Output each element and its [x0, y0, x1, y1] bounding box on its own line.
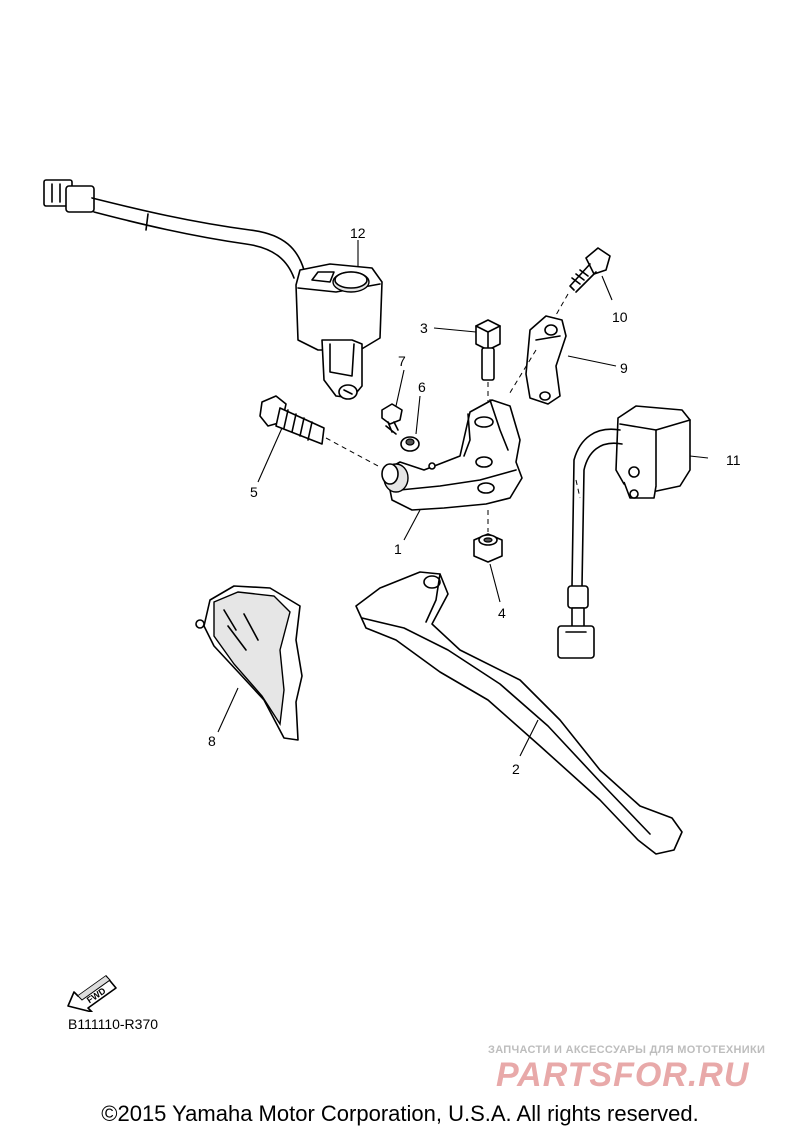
- watermark-logo: PARTSFOR.RU: [496, 1056, 750, 1094]
- callout-6: 6: [418, 379, 426, 395]
- callout-8: 8: [208, 733, 216, 749]
- callout-4: 4: [498, 605, 506, 621]
- diagram-code: B111110-R370: [68, 1016, 159, 1032]
- part-3-bolt: [475, 319, 501, 460]
- part-12-switch-assembly: [43, 179, 383, 400]
- part-9-clamp: [507, 315, 567, 405]
- fwd-arrow-icon: FWD: [67, 975, 117, 1012]
- part-4-nut: [473, 510, 503, 563]
- callout-7: 7: [398, 353, 406, 369]
- callout-5: 5: [250, 484, 258, 500]
- part-5-pivot-bolt: [259, 395, 379, 467]
- part-1-lever-holder: [381, 399, 523, 511]
- callout-9: 9: [620, 360, 628, 376]
- part-2-lever: [355, 571, 683, 855]
- part-10-screw: [551, 247, 611, 323]
- callout-12: 12: [350, 225, 366, 241]
- watermark-tagline: ЗАПЧАСТИ И АКСЕССУАРЫ ДЛЯ МОТОТЕХНИКИ: [488, 1044, 766, 1056]
- part-6-collar: [400, 436, 420, 452]
- leader-lines: [217, 240, 709, 757]
- callout-2: 2: [512, 761, 520, 777]
- callout-10: 10: [612, 309, 628, 325]
- copyright-notice: ©2015 Yamaha Motor Corporation, U.S.A. A…: [101, 1101, 699, 1126]
- callout-labels: 12 3 10 9 7 6 11 5 1 4 8 2: [208, 225, 741, 777]
- part-7-small-bolt: [381, 403, 403, 435]
- callout-3: 3: [420, 320, 428, 336]
- part-11-switch-assembly: [557, 405, 691, 659]
- callout-11: 11: [726, 452, 741, 468]
- part-8-lever-cover: [195, 585, 303, 741]
- callout-1: 1: [394, 541, 402, 557]
